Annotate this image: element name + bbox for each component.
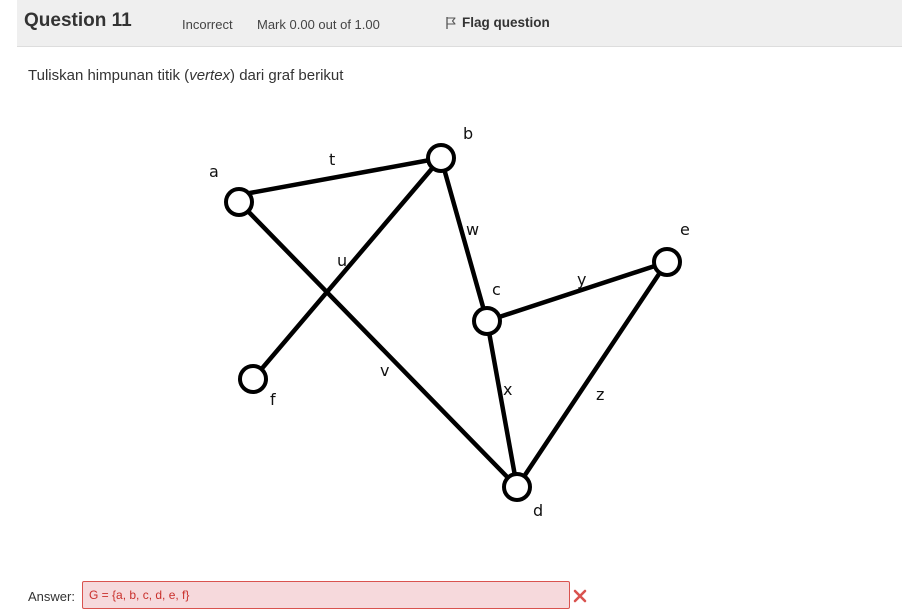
cross-icon	[572, 588, 588, 604]
question-prompt: Tuliskan himpunan titik (vertex) dari gr…	[28, 67, 343, 84]
question-mark: Mark 0.00 out of 1.00	[257, 17, 380, 32]
edge-z	[514, 259, 670, 490]
edge-label-z: z	[596, 385, 604, 404]
edge-t	[236, 155, 444, 198]
vertex-d	[502, 472, 532, 502]
question-status: Incorrect	[182, 17, 233, 32]
vertex-label-d: d	[533, 501, 543, 520]
prompt-text-end: ) dari graf berikut	[230, 67, 344, 84]
vertex-e	[652, 247, 682, 277]
vertex-label-b: b	[463, 124, 473, 143]
flag-icon	[445, 16, 457, 30]
edge-v	[236, 199, 520, 490]
edge-label-v: v	[380, 361, 389, 380]
edge-y	[484, 259, 670, 324]
edge-label-t: t	[329, 150, 335, 169]
edge-label-x: x	[503, 380, 512, 399]
vertex-label-c: c	[492, 280, 501, 299]
vertex-b	[426, 143, 456, 173]
edge-x	[484, 318, 520, 490]
question-info-header: Question 11 Incorrect Mark 0.00 out of 1…	[17, 0, 902, 47]
vertex-label-e: e	[680, 220, 690, 239]
vertex-f	[238, 364, 268, 394]
vertex-a	[224, 187, 254, 217]
answer-input[interactable]	[82, 581, 570, 609]
vertex-c	[472, 306, 502, 336]
vertex-label-f: f	[270, 390, 276, 409]
prompt-emphasis: vertex	[189, 67, 231, 84]
flag-question-button[interactable]: Flag question	[445, 15, 550, 30]
edge-w	[438, 155, 490, 324]
edge-label-w: w	[466, 220, 479, 239]
prompt-text-start: Tuliskan himpunan titik (	[28, 67, 190, 84]
edge-label-y: y	[577, 270, 586, 289]
question-number: Question 11	[24, 10, 132, 31]
vertex-label-a: a	[209, 162, 219, 181]
edge-label-u: u	[337, 251, 347, 270]
edge-u	[250, 155, 444, 382]
answer-label: Answer:	[28, 589, 75, 604]
flag-question-label: Flag question	[462, 15, 550, 30]
